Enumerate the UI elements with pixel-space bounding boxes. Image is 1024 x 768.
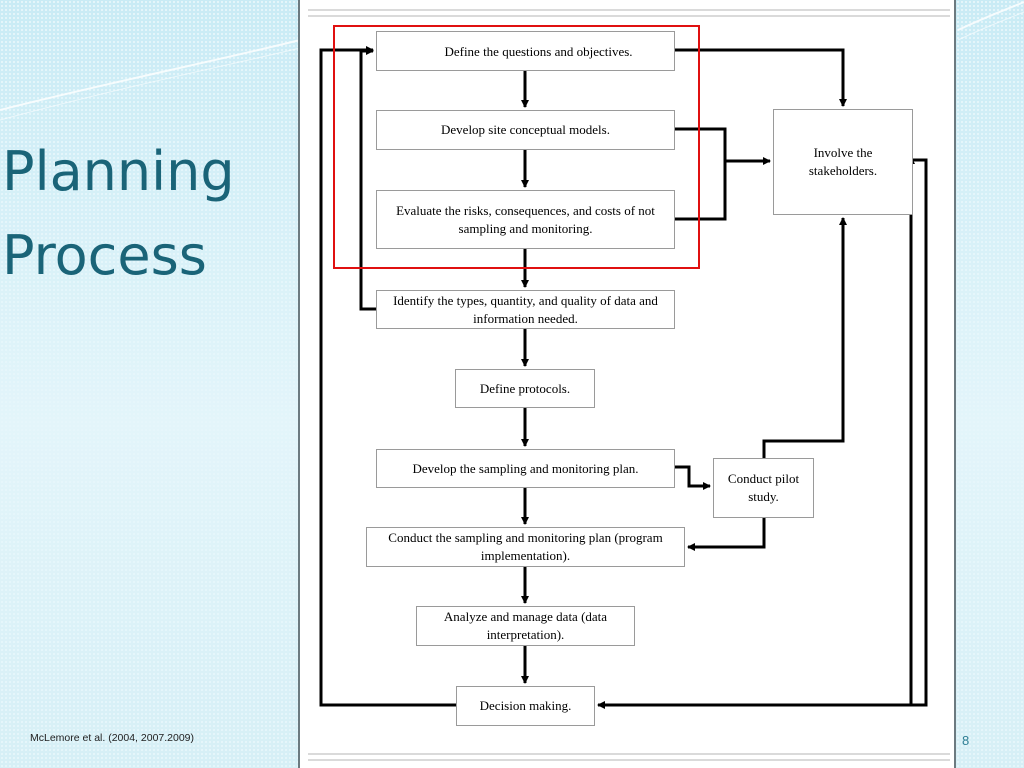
connector-pilot-to-conduct bbox=[687, 518, 766, 551]
connector-decision-to-define bbox=[319, 46, 456, 707]
connector-models-to-stakeholders bbox=[675, 127, 770, 221]
box-conduct-plan: Conduct the sampling and monitoring plan… bbox=[366, 527, 685, 567]
slide-title-line-1: Planning bbox=[2, 140, 235, 203]
background-swoosh bbox=[0, 1, 1024, 121]
box-evaluate-risks: Evaluate the risks, consequences, and co… bbox=[376, 190, 675, 249]
slide-title-line-2: Process bbox=[2, 224, 207, 287]
box-develop-plan: Develop the sampling and monitoring plan… bbox=[376, 449, 675, 488]
page-number: 8 bbox=[962, 733, 970, 748]
connector-stakeholders-to-decision bbox=[597, 158, 928, 709]
box-conduct-pilot: Conduct pilot study. bbox=[713, 458, 814, 518]
connector-define-to-stakeholders bbox=[675, 48, 847, 107]
box-identify-data: Identify the types, quantity, and qualit… bbox=[376, 290, 675, 329]
citation: McLemore et al. (2004, 2007.2009) bbox=[30, 732, 195, 744]
box-analyze-data: Analyze and manage data (data interpreta… bbox=[416, 606, 635, 646]
box-decision-making: Decision making. bbox=[456, 686, 595, 726]
slide-title: Planning Process bbox=[2, 130, 235, 298]
box-define-questions: Define the questions and objectives. bbox=[376, 31, 675, 71]
box-develop-models: Develop site conceptual models. bbox=[376, 110, 675, 150]
box-involve-stakeholders: Involve the stakeholders. bbox=[773, 109, 913, 215]
box-define-protocols: Define protocols. bbox=[455, 369, 595, 408]
connector-plan-to-pilot bbox=[675, 465, 711, 490]
connector-pilot-to-stakeholders bbox=[762, 217, 847, 458]
panel-rules bbox=[308, 9, 950, 761]
highlight-frame bbox=[333, 25, 700, 269]
